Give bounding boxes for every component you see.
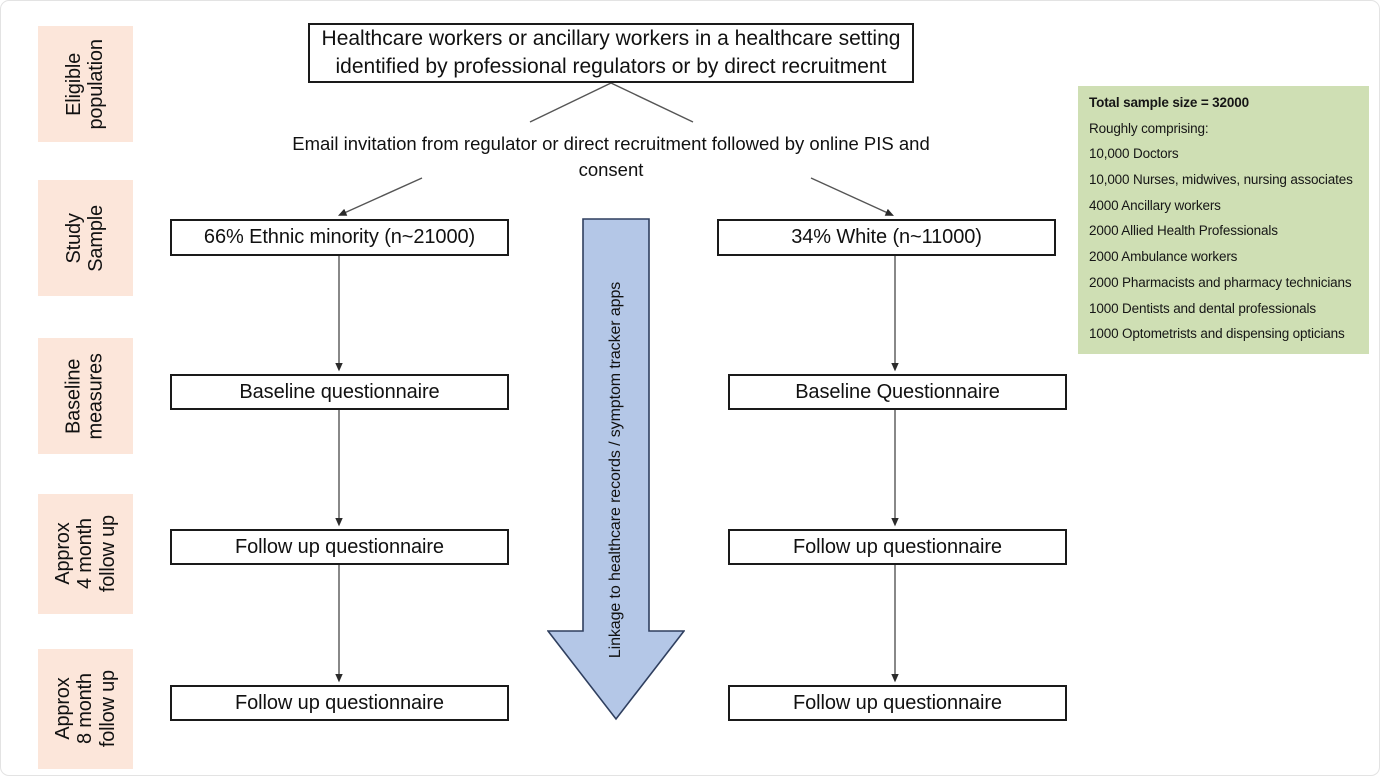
population-line-2: identified by professional regulators or… [335, 55, 887, 78]
sample-line: Roughly comprising: [1089, 120, 1209, 136]
right-arm-sample-box: 34% White (n~11000) [717, 219, 1056, 256]
right-arm-followup-8m-box: Follow up questionnaire [728, 685, 1067, 721]
population-box: Healthcare workers or ancillary workers … [308, 23, 914, 83]
stage-label-line: follow up [96, 515, 119, 593]
stage-label-line: follow up [96, 670, 119, 748]
stage-label-approx-8-month-follow-up: Approx 8 month follow up [38, 649, 133, 769]
stage-label-baseline-measures: Baseline measures [38, 338, 133, 454]
sample-line: 1000 Dentists and dental professionals [1089, 300, 1316, 316]
left-arm-sample-label: 66% Ethnic minority (n~21000) [203, 226, 476, 248]
sample-composition-box: Total sample size = 32000 Roughly compri… [1078, 86, 1369, 354]
population-box-text: Healthcare workers or ancillary workers … [322, 25, 901, 82]
stage-label-line: population [85, 38, 108, 130]
stage-label-line: measures [85, 352, 108, 440]
sample-line: 10,000 Nurses, midwives, nursing associa… [1089, 172, 1353, 188]
stage-label-line: 4 month [74, 518, 97, 590]
stage-label-line: Eligible [63, 52, 86, 116]
stage-label-line: Approx [51, 677, 74, 741]
stage-label-line: Approx [51, 522, 74, 586]
sample-line: 10,000 Doctors [1089, 146, 1179, 162]
sample-line: Total sample size = 32000 [1089, 95, 1249, 110]
stage-label-line: 8 month [74, 673, 97, 745]
right-arm-followup-4m-label: Follow up questionnaire [793, 535, 1002, 558]
stage-label-text: Study Sample [63, 205, 108, 272]
left-arm-followup-4m-box: Follow up questionnaire [170, 529, 509, 565]
stage-label-text: Approx 8 month follow up [52, 670, 119, 747]
sample-line: 2000 Pharmacists and pharmacy technician… [1089, 274, 1352, 290]
recruitment-note-line-1: Email invitation from regulator or direc… [292, 133, 930, 154]
right-arm-followup-8m-label: Follow up questionnaire [793, 691, 1002, 714]
stage-label-line: Baseline [63, 358, 86, 434]
stage-label-text: Eligible population [63, 39, 108, 129]
left-arm-baseline-label: Baseline questionnaire [239, 380, 440, 403]
right-arm-followup-4m-box: Follow up questionnaire [728, 529, 1067, 565]
stage-label-text: Approx 4 month follow up [52, 515, 119, 592]
left-arm-sample-box: 66% Ethnic minority (n~21000) [170, 219, 509, 256]
stage-label-study-sample: Study Sample [38, 180, 133, 296]
stage-label-text: Baseline measures [63, 353, 108, 439]
right-arm-baseline-box: Baseline Questionnaire [728, 374, 1067, 410]
sample-line: 2000 Ambulance workers [1089, 249, 1238, 265]
left-arm-followup-8m-label: Follow up questionnaire [235, 691, 444, 714]
stage-label-line: Study [63, 212, 86, 264]
stage-label-line: Sample [85, 204, 108, 272]
sample-line: 2000 Allied Health Professionals [1089, 223, 1278, 239]
left-arm-followup-4m-label: Follow up questionnaire [235, 535, 444, 558]
left-arm-followup-8m-box: Follow up questionnaire [170, 685, 509, 721]
population-line-1: Healthcare workers or ancillary workers … [321, 26, 901, 50]
recruitment-note-line-2: consent [578, 158, 644, 180]
stage-label-approx-4-month-follow-up: Approx 4 month follow up [38, 494, 133, 614]
sample-line: 4000 Ancillary workers [1089, 197, 1221, 213]
right-arm-sample-label: 34% White (n~11000) [791, 226, 982, 248]
right-arm-baseline-label: Baseline Questionnaire [795, 380, 1000, 403]
recruitment-note: Email invitation from regulator or direc… [291, 131, 931, 182]
left-arm-baseline-box: Baseline questionnaire [170, 374, 509, 410]
linkage-arrow [547, 218, 685, 721]
sample-line: 1000 Optometrists and dispensing opticia… [1089, 326, 1345, 342]
stage-label-eligible-population: Eligible population [38, 26, 133, 142]
